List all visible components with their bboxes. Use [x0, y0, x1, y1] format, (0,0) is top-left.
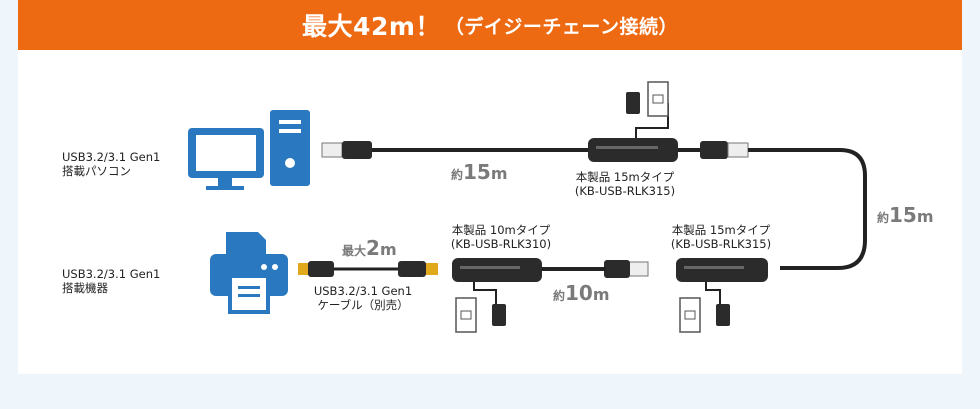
printer-label-line1: USB3.2/3.1 Gen1	[62, 267, 161, 281]
printer-label: USB3.2/3.1 Gen1 搭載機器	[62, 267, 160, 295]
outlet-icon	[455, 297, 477, 333]
printer-label-line2: 搭載機器	[62, 281, 108, 295]
length-top: 約15m	[451, 160, 508, 184]
length-bottom: 約10m	[553, 281, 610, 305]
middle-product-name: 本製品 10mタイプ	[451, 223, 551, 237]
pc-icon	[188, 110, 310, 190]
right-product-name: 本製品 15mタイプ	[671, 223, 771, 237]
right-active-extension	[676, 258, 768, 326]
length-side: 約15m	[877, 203, 934, 227]
top-product-model: (KB-USB-RLK315)	[574, 184, 676, 198]
top-product-name: 本製品 15mタイプ	[575, 170, 675, 184]
middle-extension-cable	[452, 258, 649, 326]
printer-icon	[210, 232, 288, 314]
usb-cable-label-line2: ケーブル（別売）	[317, 298, 409, 312]
pc-label: USB3.2/3.1 Gen1 搭載パソコン	[62, 150, 160, 178]
usb-cable-label: USB3.2/3.1 Gen1 ケーブル（別売）	[300, 284, 426, 312]
usb-cable-label-line1: USB3.2/3.1 Gen1	[313, 284, 413, 298]
top-extension-cable	[321, 92, 749, 162]
outlet-icon	[647, 81, 669, 117]
title-banner: 最大42m！ （デイジーチェーン接続）	[18, 0, 962, 50]
right-product-model: (KB-USB-RLK315)	[670, 237, 772, 251]
pc-label-line2: 搭載パソコン	[62, 164, 131, 178]
length-cable: 最大2m	[342, 236, 397, 260]
pc-label-line1: USB3.2/3.1 Gen1	[62, 150, 161, 164]
side-extension-cable	[748, 148, 867, 270]
middle-product-label: 本製品 10mタイプ (KB-USB-RLK310)	[436, 223, 566, 251]
middle-product-model: (KB-USB-RLK310)	[450, 237, 552, 251]
banner-headline: 最大42m！	[302, 12, 441, 41]
outlet-icon	[679, 297, 701, 333]
right-product-label: 本製品 15mタイプ (KB-USB-RLK315)	[656, 223, 786, 251]
usb-cable	[298, 261, 438, 277]
top-product-label: 本製品 15mタイプ (KB-USB-RLK315)	[560, 170, 690, 198]
diagram-panel	[18, 0, 962, 374]
banner-subtitle: （デイジーチェーン接続）	[444, 15, 678, 38]
